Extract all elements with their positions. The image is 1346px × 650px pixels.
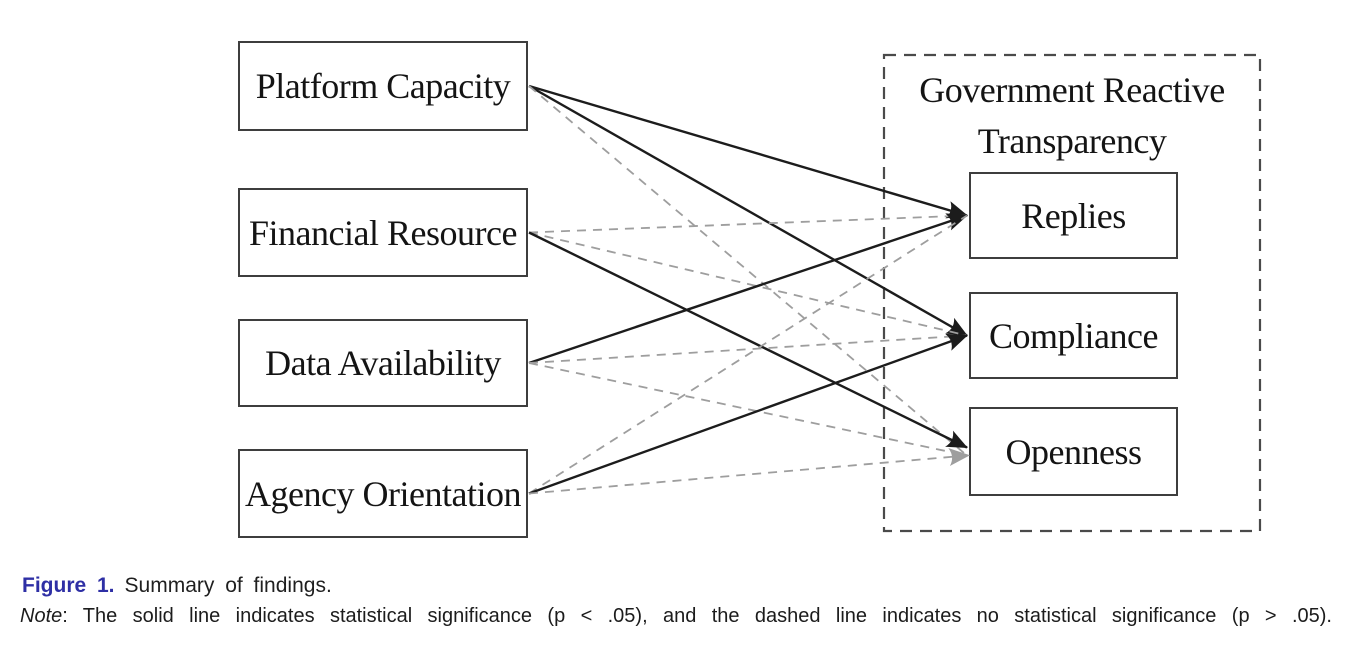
edge-agency-orientation-to-replies	[528, 214, 968, 495]
node-replies: Replies	[969, 172, 1178, 259]
edge-financial-resource-to-openness	[528, 231, 968, 449]
node-financial-resource: Financial Resource	[238, 188, 528, 277]
node-agency-orientation: Agency Orientation	[238, 449, 528, 538]
edge-data-availability-to-compliance	[528, 334, 968, 364]
edge-agency-orientation-to-compliance	[528, 333, 968, 495]
edge-data-availability-to-replies	[528, 213, 968, 365]
figure-caption-label: Figure 1.	[22, 574, 115, 597]
edge-financial-resource-to-compliance	[528, 231, 968, 337]
edge-financial-resource-to-replies	[528, 214, 968, 234]
node-platform-capacity: Platform Capacity	[238, 41, 528, 131]
node-compliance: Compliance	[969, 292, 1178, 379]
edge-agency-orientation-to-openness	[528, 448, 970, 495]
figure-caption-text: Summary of findings.	[124, 574, 332, 597]
figure-note-label: Note	[20, 605, 63, 627]
node-data-availability: Data Availability	[238, 319, 528, 407]
figure-note: Note: The solid line indicates statistic…	[20, 605, 1332, 628]
edge-data-availability-to-openness	[528, 362, 968, 457]
figure-note-text: : The solid line indicates statistical s…	[62, 605, 1332, 627]
transparency-group-title: Government Reactive Transparency	[919, 70, 1225, 162]
node-openness: Openness	[969, 407, 1178, 496]
figure-caption: Figure 1. Summary of findings.	[22, 574, 332, 598]
